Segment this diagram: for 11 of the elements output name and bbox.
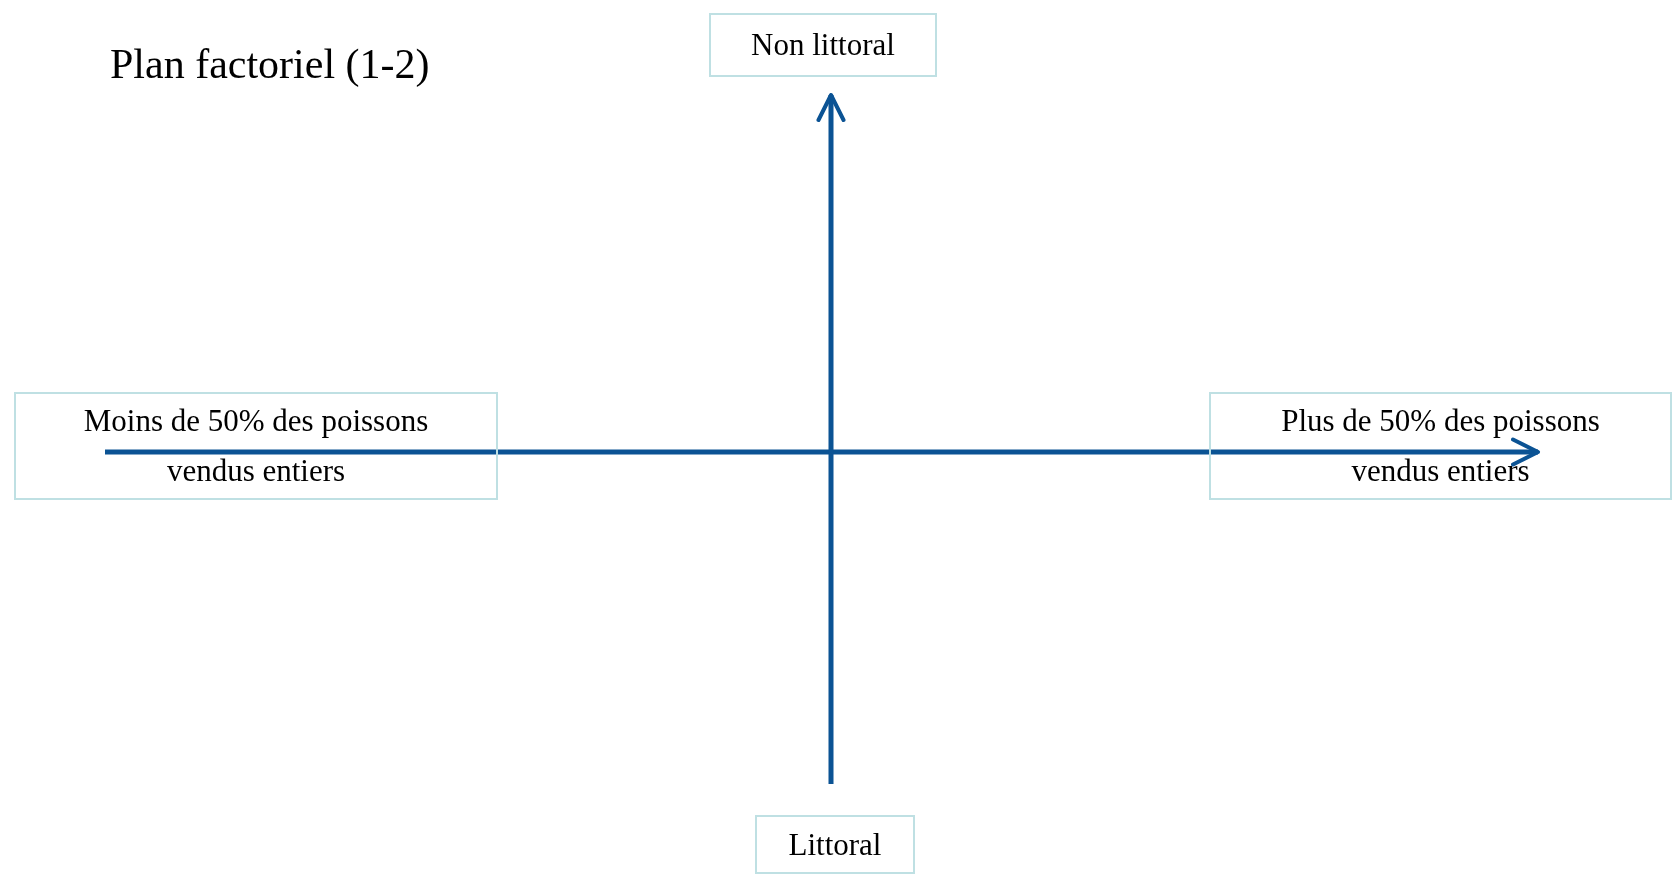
axis-label: Moins de 50% des poissons vendus entiers bbox=[82, 402, 430, 490]
title: Plan factoriel (1-2) bbox=[110, 40, 430, 89]
axis-label-box bbox=[755, 815, 915, 874]
axis-label-box bbox=[14, 392, 498, 500]
axis-arrow bbox=[105, 437, 1540, 467]
axis-label-box bbox=[709, 13, 937, 77]
axis-label-box bbox=[1209, 392, 1672, 500]
axis-label: Non littoral bbox=[750, 26, 896, 64]
axis-label: Littoral bbox=[787, 825, 883, 864]
axis-label: Plus de 50% des poissons vendus entiers bbox=[1280, 402, 1601, 490]
axis-arrow bbox=[816, 93, 846, 784]
